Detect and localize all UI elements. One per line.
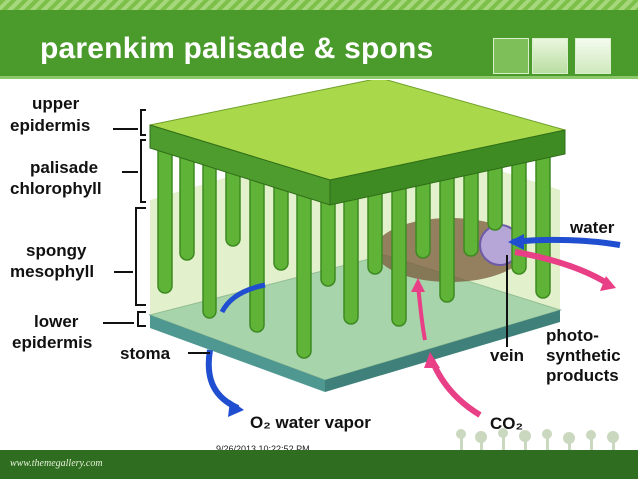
label-palisade-line2: chlorophyll: [10, 179, 102, 198]
water-vapor-arrow: [205, 349, 240, 411]
oxygen-out-arrow: [219, 282, 266, 314]
label-palisade-line1: palisade: [30, 158, 99, 177]
slide-timestamp: 9/26/2013 10:22:52 PM: [216, 444, 310, 454]
label-spongy-line2: mesophyll: [10, 262, 95, 281]
footer-bar: www.themegallery.com: [0, 450, 638, 479]
decor-thumbnail-2: [532, 38, 568, 74]
label-lower-epidermis-line1: lower: [34, 312, 79, 331]
label-stoma: stoma: [120, 344, 171, 363]
label-lower-epidermis-line2: epidermis: [12, 333, 93, 352]
co2-arrow: [429, 358, 482, 418]
label-photosynthetic-line3: products: [546, 366, 619, 385]
upper-epidermis-side: [329, 129, 566, 206]
label-vein: vein: [490, 346, 525, 365]
label-upper-epidermis-line2: epidermis: [10, 116, 91, 135]
slide-title: parenkim palisade & spons: [40, 32, 434, 65]
label-water-vapor: O₂ water vapor: [250, 413, 371, 432]
decor-thumbnail-1: [493, 38, 529, 74]
decor-thumbnail-3: [575, 38, 611, 74]
label-water: water: [570, 218, 615, 237]
plant-silhouette-decoration: [456, 428, 619, 457]
footer-url: www.themegallery.com: [10, 458, 103, 469]
leaf-cross-section-diagram: [103, 80, 621, 418]
top-stripe: [0, 0, 638, 10]
label-photosynthetic-line2: synthetic: [546, 346, 621, 365]
title-bar: parenkim palisade & spons: [0, 10, 638, 79]
label-spongy-line1: spongy: [26, 241, 87, 260]
label-co2: CO₂: [490, 414, 524, 433]
label-photosynthetic-line1: photo-: [546, 326, 599, 345]
water-arrow: [511, 236, 621, 248]
photosynthetic-products-arrow: [514, 249, 612, 288]
label-brackets: [103, 109, 508, 354]
label-upper-epidermis-line1: upper: [32, 94, 80, 113]
